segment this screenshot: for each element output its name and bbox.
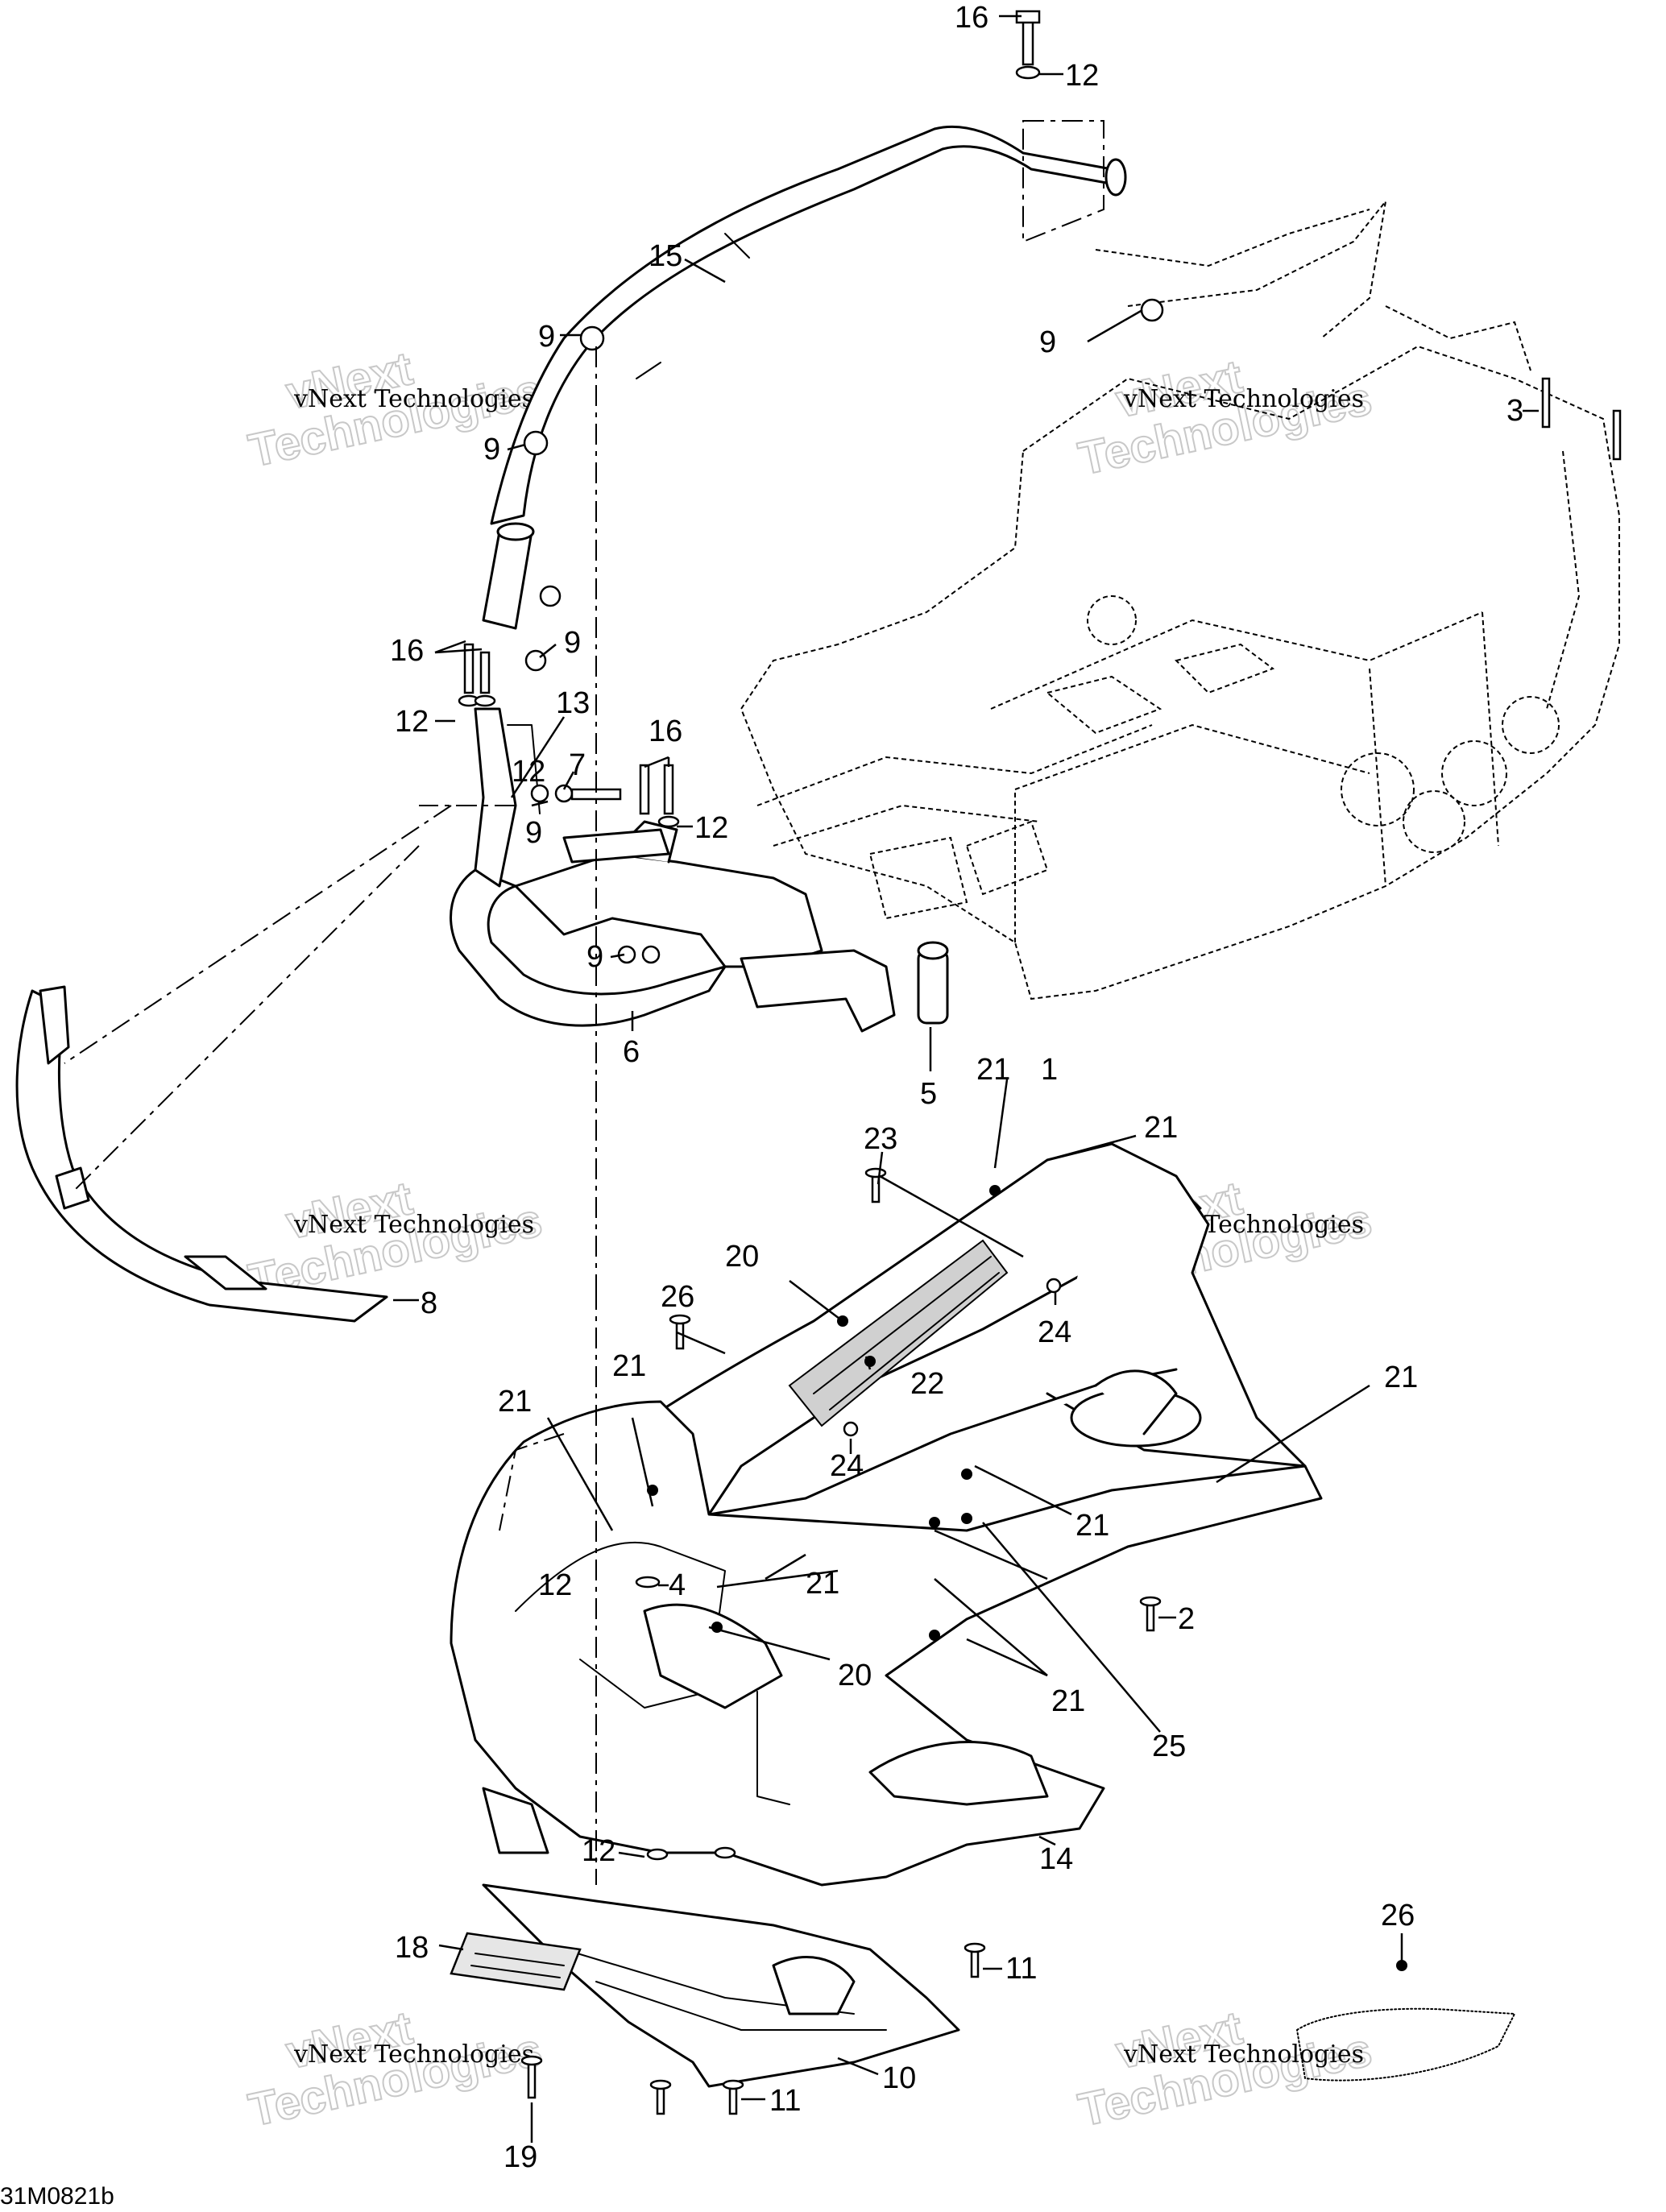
callout-21: 21 (1075, 1509, 1109, 1543)
callout-4: 4 (669, 1568, 686, 1602)
callout-5: 5 (920, 1077, 937, 1111)
callout-12: 12 (538, 1568, 572, 1602)
callout-23: 23 (864, 1122, 897, 1156)
part-6-bumper (450, 707, 949, 1033)
watermark-label: vNext Technologies (1123, 385, 1364, 413)
diagram-code: 31M0821b (0, 2183, 114, 2208)
callout-9: 9 (564, 626, 581, 660)
callout-20: 20 (838, 1659, 872, 1692)
callout-9: 9 (525, 816, 542, 850)
part-15-steering-loop (490, 125, 1127, 525)
callout-labels: 16 12 15 9 9 3 9 9 16 12 13 12 7 16 12 9… (390, 1, 1523, 2174)
callout-15: 15 (649, 239, 682, 273)
callout-12: 12 (512, 755, 545, 789)
callout-21: 21 (612, 1349, 646, 1383)
callout-12: 12 (1065, 59, 1099, 93)
part-14-belly-pan (450, 1400, 1323, 1887)
callout-11: 11 (769, 2084, 801, 2118)
part-1-upper-panel (578, 1142, 1307, 1516)
callout-3: 3 (1506, 394, 1523, 428)
upper-hardware (458, 10, 1622, 964)
callout-21: 21 (498, 1385, 532, 1419)
callout-12: 12 (694, 811, 728, 845)
callout-21: 21 (806, 1567, 839, 1601)
watermark-label: vNext Technologies (293, 1211, 534, 1239)
callout-21: 21 (1384, 1361, 1418, 1394)
part-10-skid-plate (482, 1883, 960, 2088)
chassis-frame (740, 198, 1620, 1000)
part-26-decal-strip (1296, 2007, 1515, 2082)
callout-1: 1 (1041, 1053, 1058, 1087)
callout-22: 22 (910, 1367, 944, 1401)
callout-18: 18 (395, 1931, 429, 1965)
callout-7: 7 (569, 748, 586, 782)
callout-21: 21 (1144, 1111, 1178, 1145)
part-15-vertical-tube (482, 522, 535, 630)
callout-24: 24 (830, 1449, 864, 1483)
callout-24: 24 (1038, 1315, 1071, 1349)
callout-14: 14 (1039, 1842, 1073, 1876)
callout-9: 9 (483, 433, 500, 466)
callout-16: 16 (649, 715, 682, 748)
callout-16: 16 (955, 1, 988, 35)
callout-9: 9 (538, 320, 555, 354)
callout-19: 19 (504, 2140, 537, 2174)
callout-dots (647, 1185, 1407, 1971)
callout-2: 2 (1178, 1602, 1195, 1636)
callout-6: 6 (623, 1035, 640, 1069)
assembly-centerlines (64, 120, 1104, 1885)
watermark-label: vNext Technologies (293, 2040, 534, 2069)
callout-12: 12 (582, 1834, 615, 1868)
callout-26: 26 (661, 1280, 694, 1314)
callout-13: 13 (556, 686, 590, 720)
part-18-decal (450, 1932, 582, 1991)
part-8-front-bumper (15, 985, 388, 1323)
callout-9: 9 (586, 940, 603, 974)
callout-12: 12 (395, 705, 429, 739)
callout-11: 11 (1005, 1952, 1037, 1986)
callout-21: 21 (1051, 1684, 1085, 1718)
callout-25: 25 (1152, 1729, 1186, 1763)
callout-9: 9 (1039, 325, 1056, 359)
callout-26: 26 (1381, 1899, 1415, 1932)
watermark-label: vNext Technologies (293, 385, 534, 413)
callout-8: 8 (421, 1286, 437, 1320)
leader-lines (393, 14, 1539, 2143)
callout-16: 16 (390, 634, 424, 668)
callout-20: 20 (725, 1240, 759, 1274)
callout-21: 21 (976, 1053, 1010, 1087)
callout-10: 10 (882, 2061, 916, 2095)
watermark-label: vNext Technologies (1123, 2040, 1364, 2069)
